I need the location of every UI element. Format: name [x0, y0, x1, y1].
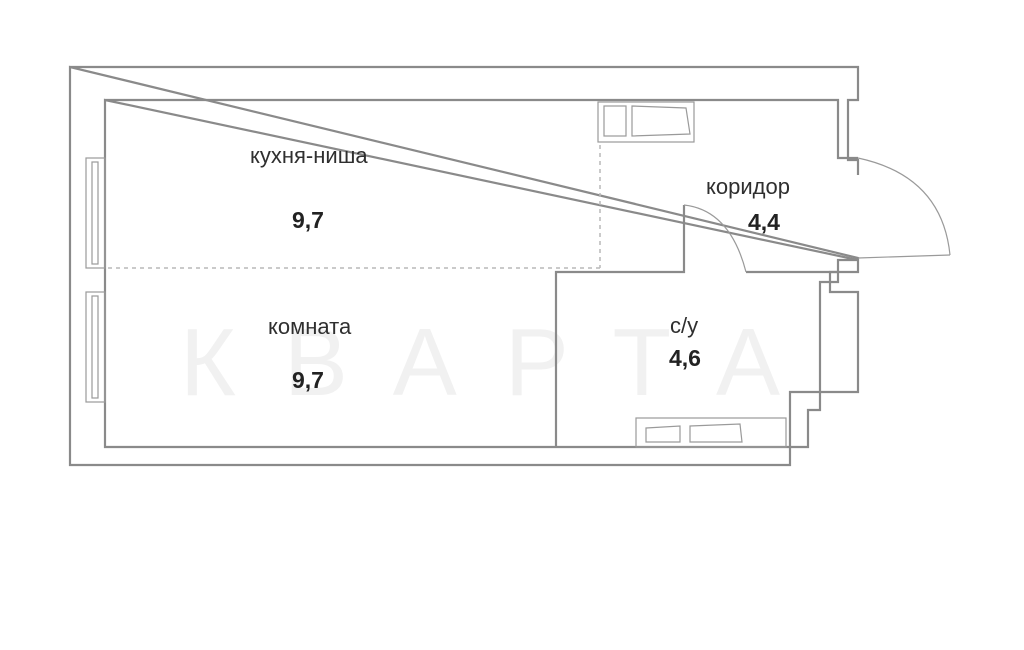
- window-kitchen: [85, 157, 106, 269]
- bathroom-fixtures: [635, 417, 787, 448]
- outer-wall: [68, 65, 860, 467]
- bathroom-door[interactable]: [683, 204, 747, 273]
- watermark: КВАРТА: [180, 309, 828, 416]
- corridor-label: коридор: [706, 174, 790, 199]
- kitchen-area: 9,7: [292, 207, 324, 233]
- kitchen-counter: [597, 101, 695, 143]
- room-area: 9,7: [292, 367, 324, 393]
- window-room: [85, 291, 106, 403]
- kitchen-label: кухня-ниша: [250, 143, 368, 168]
- room-label: комната: [268, 314, 352, 339]
- bathroom-area: 4,6: [669, 345, 701, 371]
- corridor-area: 4,4: [748, 209, 780, 235]
- entrance-door[interactable]: [857, 157, 951, 259]
- bathroom-wall: [554, 205, 838, 447]
- bathroom-label: с/у: [670, 313, 698, 338]
